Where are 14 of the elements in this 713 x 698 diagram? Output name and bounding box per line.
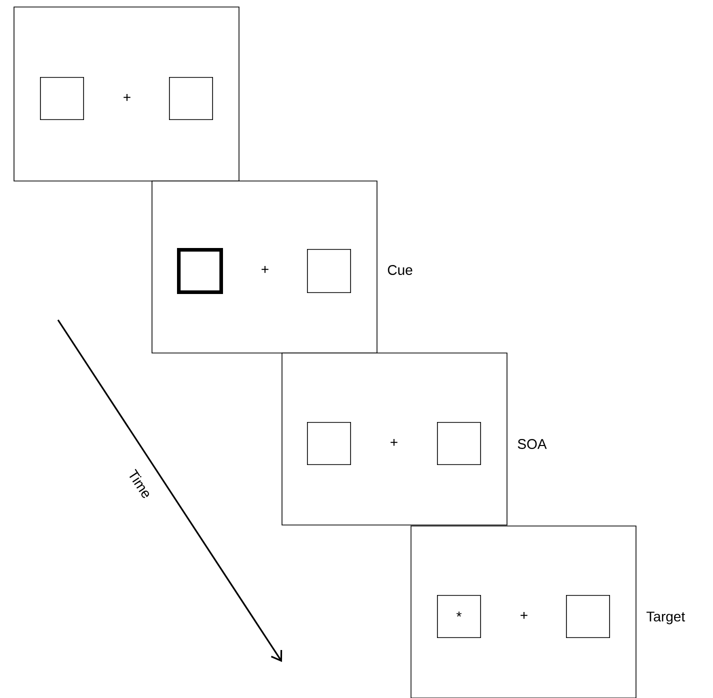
placeholder-box — [437, 422, 481, 465]
frame-caption: Target — [646, 612, 686, 624]
screen-frame: + — [14, 6, 240, 182]
frame-caption: Cue — [388, 265, 412, 275]
target-box: * — [437, 595, 481, 638]
placeholder-box — [177, 248, 223, 294]
placeholder-box — [307, 249, 351, 293]
frame-caption: SOA — [518, 439, 547, 449]
screen-frame: + — [282, 352, 508, 526]
placeholder-box — [40, 77, 84, 120]
screen-frame: + — [152, 180, 378, 354]
placeholder-box — [566, 595, 610, 638]
placeholder-box — [169, 77, 213, 120]
placeholder-box — [307, 422, 351, 465]
